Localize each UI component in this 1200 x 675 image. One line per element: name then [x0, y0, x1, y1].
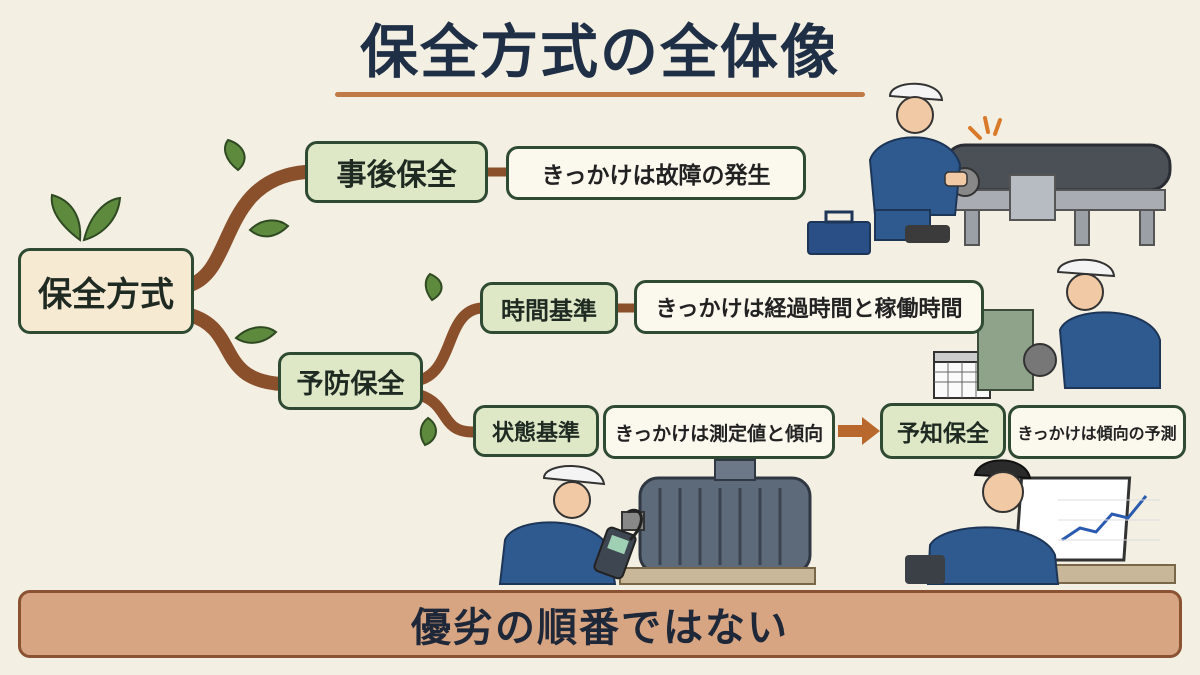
leaf-icon [82, 196, 122, 242]
leaf-icon [234, 326, 278, 344]
conveyor-illustration [943, 143, 1172, 246]
branch-preventive-to-time [414, 302, 488, 386]
motor-illustration [619, 459, 816, 585]
tester-icon [593, 508, 643, 580]
node-time-based-maintenance: 時間基準 [480, 282, 618, 334]
worker-illustration [498, 465, 617, 585]
node-predictive-maintenance: 予知保全 [880, 403, 1006, 459]
node-corrective-maintenance: 事後保全 [305, 141, 488, 203]
chair [905, 555, 945, 584]
bearing-part [1023, 343, 1057, 377]
note-time-based-trigger: きっかけは経過時間と稼働時間 [634, 280, 984, 334]
leaf-icons [50, 138, 443, 447]
note-corrective-trigger: きっかけは故障の発生 [506, 146, 806, 200]
note-condition-based-trigger: きっかけは測定値と傾向 [603, 405, 835, 459]
worker-illustration [1056, 258, 1161, 389]
note-predictive-trigger: きっかけは傾向の予測 [1008, 405, 1186, 459]
footer-banner: 優劣の順番ではない [18, 590, 1182, 658]
toolbox-icon [807, 210, 871, 255]
worker-illustration [868, 82, 968, 243]
worker-illustration [926, 459, 1060, 585]
branch-root-to-preventive [183, 308, 289, 391]
arrow-right-icon [838, 417, 880, 445]
machine-block [977, 309, 1034, 391]
alert-marks [968, 116, 1002, 140]
leaf-icon [424, 272, 443, 302]
leaf-icon [50, 193, 82, 242]
worker-conveyor-scene [807, 82, 1172, 255]
worker-motor-scene [498, 459, 816, 585]
leaf-icon [419, 416, 437, 447]
page-title: 保全方式の全体像 [359, 18, 840, 86]
trend-chart-icon [1014, 476, 1160, 562]
node-root-maintenance-methods: 保全方式 [18, 248, 194, 334]
worker-calendar-scene [933, 258, 1161, 399]
branch-lines [183, 165, 641, 438]
branch-root-to-corrective [183, 165, 312, 292]
node-condition-based-maintenance: 状態基準 [473, 405, 599, 457]
branch-preventive-to-condition [414, 389, 479, 438]
worker-trend-scene [905, 459, 1176, 585]
title-underline [335, 92, 865, 97]
node-preventive-maintenance: 予防保全 [278, 352, 423, 410]
leaf-icon [248, 219, 290, 238]
leaf-icon [224, 138, 246, 172]
